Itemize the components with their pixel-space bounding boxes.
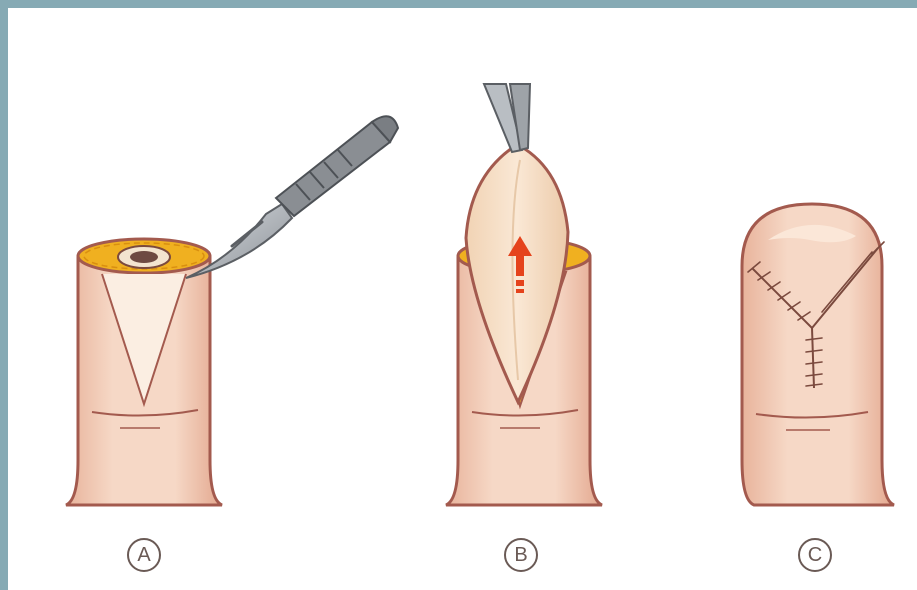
panel-c-finger: [742, 204, 894, 505]
forceps-icon: [484, 84, 530, 152]
scalpel-icon: [186, 116, 398, 278]
panel-a-finger: [66, 239, 222, 505]
panel-label-c: C: [798, 538, 832, 572]
panel-label-b: B: [504, 538, 538, 572]
panel-label-a: A: [127, 538, 161, 572]
